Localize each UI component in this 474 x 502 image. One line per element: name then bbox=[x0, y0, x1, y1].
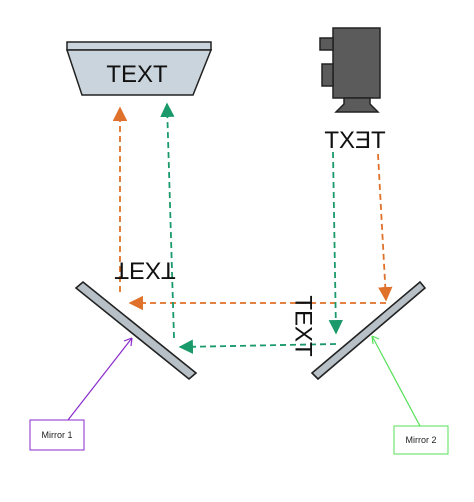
mirror-1 bbox=[74, 280, 198, 381]
mirror1-reflection-text: TEXT bbox=[114, 257, 176, 284]
mirror-2 bbox=[310, 280, 427, 381]
screen-text: TEXT bbox=[106, 61, 168, 88]
mirror1-label: Mirror 1 bbox=[42, 430, 73, 440]
projector-label: TXƎT bbox=[324, 127, 386, 154]
green-beam bbox=[160, 102, 343, 354]
projector-device bbox=[319, 27, 381, 113]
mirror2-callout: Mirror 2 bbox=[371, 335, 449, 455]
mirror2-label: Mirror 2 bbox=[406, 435, 437, 445]
mirror2-reflection-text: TEXT bbox=[290, 295, 317, 357]
display-screen: TEXT bbox=[65, 41, 213, 96]
mirror1-callout: Mirror 1 bbox=[29, 337, 133, 451]
